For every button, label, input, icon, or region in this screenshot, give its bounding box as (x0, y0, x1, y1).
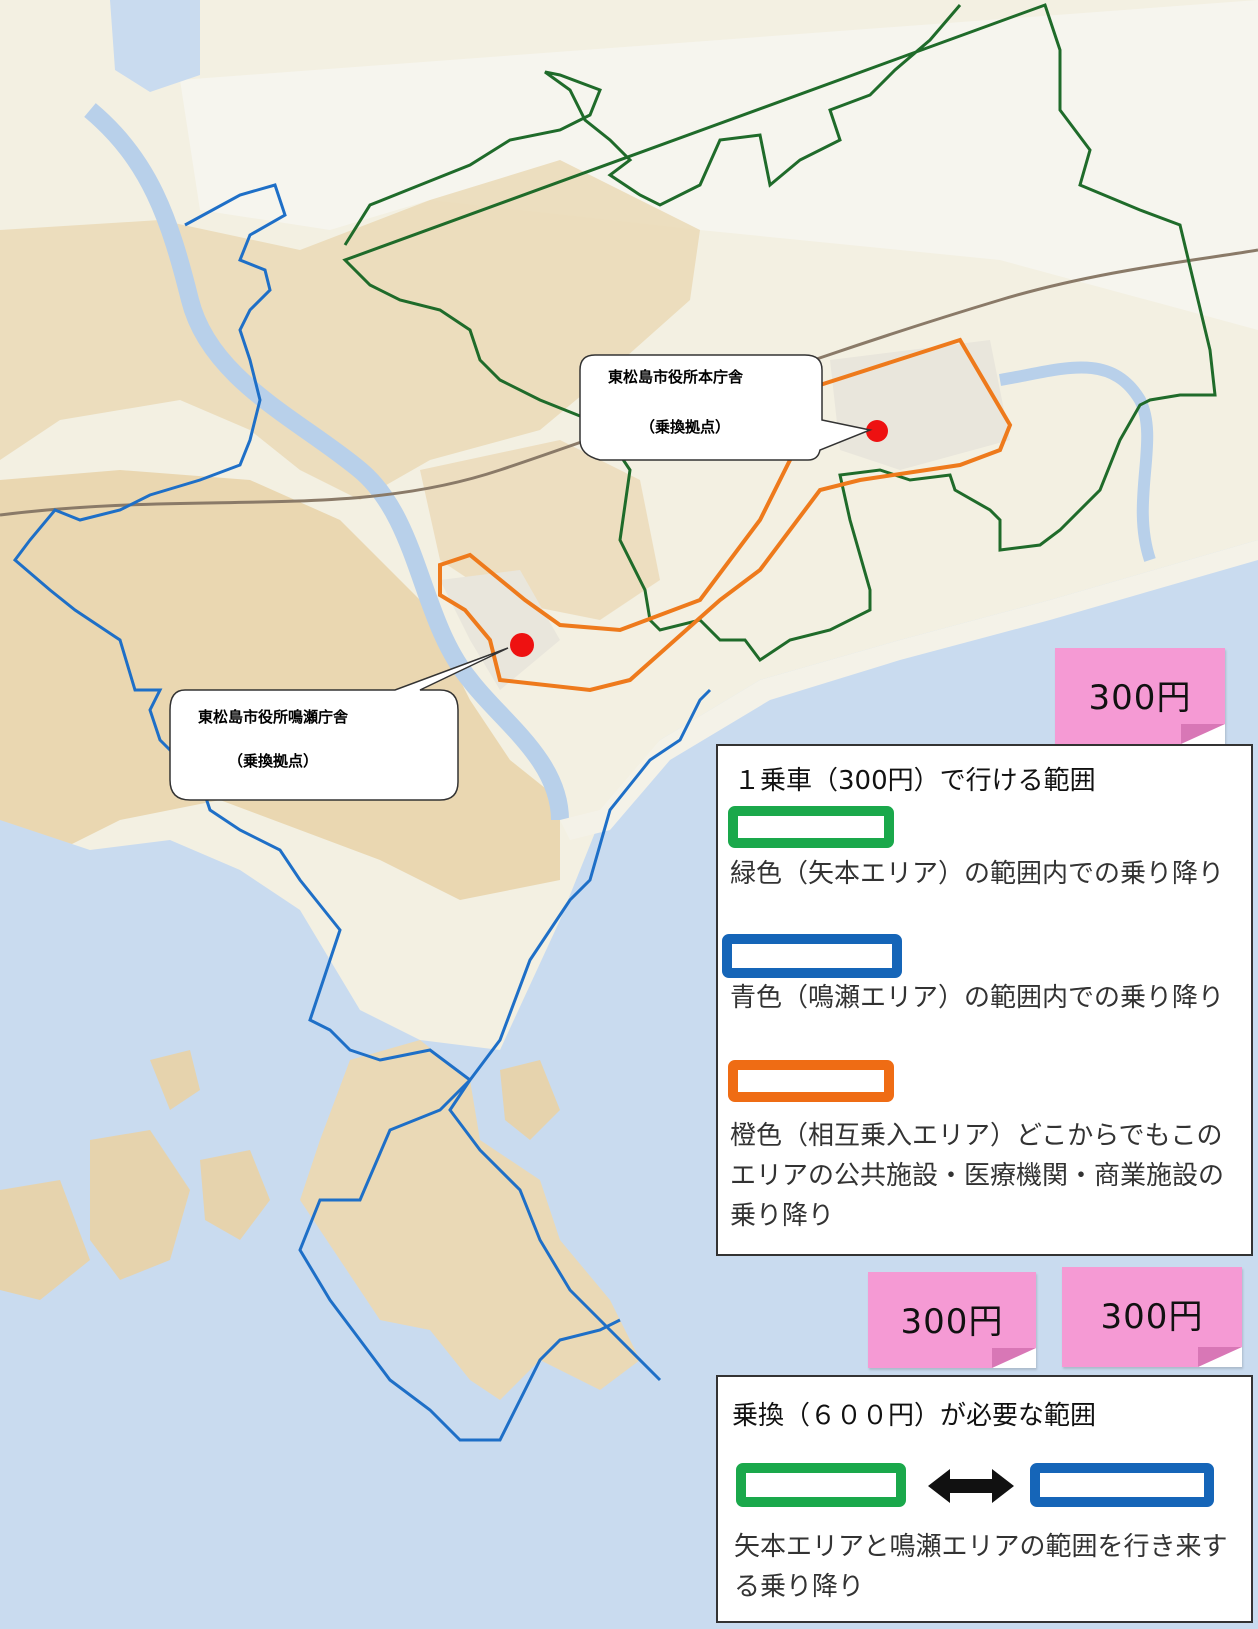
price-top: 300円 (1088, 678, 1192, 718)
legend1-orange-text: 橙色（相互乗入エリア）どこからでもこのエリアの公共施設・医療機関・商業施設の乗り… (730, 1121, 1225, 1231)
orange-swatch (728, 1060, 894, 1102)
peninsula-island (300, 1040, 640, 1400)
green-swatch (736, 1463, 906, 1507)
river-east (999, 361, 1156, 562)
green-boundary-yamoto (342, 3, 1217, 663)
legend1-title: １乗車（300円）で行ける範囲 (734, 766, 1096, 796)
blue-swatch (722, 934, 902, 978)
legend-transfer: 乗換（６００円）が必要な範囲 矢本エリアと鳴瀬エリアの範囲を行き来する乗り降り (716, 1375, 1253, 1623)
legend2-title: 乗換（６００円）が必要な範囲 (732, 1401, 1097, 1431)
blue-boundary-naruse (12, 183, 712, 1442)
honcho-marker (866, 420, 888, 442)
island-3 (200, 1150, 270, 1240)
callout-naruse-name: 東松島市役所鳴瀬庁舎 (198, 708, 349, 726)
price-note-left: 300円 (868, 1272, 1036, 1368)
island-1 (90, 1130, 190, 1280)
river (84, 103, 569, 821)
double-arrow-icon (928, 1469, 1014, 1503)
island-5 (500, 1060, 560, 1140)
island-4 (150, 1050, 200, 1110)
blue-swatch (1030, 1463, 1214, 1507)
legend2-text: 矢本エリアと鳴瀬エリアの範囲を行き来する乗り降り (734, 1532, 1228, 1602)
bay-northwest (110, 0, 200, 92)
legend-single-ride: １乗車（300円）で行ける範囲 緑色（矢本エリア）の範囲内での乗り降り 青色（鳴… (716, 744, 1253, 1256)
callout-honcho-sub: （乗換拠点） (640, 418, 731, 436)
price-note-right: 300円 (1062, 1267, 1242, 1367)
note-fold (1198, 1347, 1242, 1367)
price-note-top: 300円 (1055, 648, 1225, 744)
urban-area-naruse (440, 570, 560, 690)
note-fold (1181, 724, 1225, 744)
island-2 (0, 1180, 90, 1300)
coastline (560, 540, 1258, 840)
callout-bubble-honcho (579, 354, 873, 461)
callout-honcho-name: 東松島市役所本庁舎 (608, 368, 744, 386)
naruse-marker (510, 633, 534, 657)
orange-boundary-mutual (438, 337, 1013, 693)
price-right: 300円 (1100, 1297, 1204, 1337)
paddy-fields (180, 0, 1258, 330)
legend1-green-text: 緑色（矢本エリア）の範囲内での乗り降り (730, 859, 1225, 889)
callout-bubble-naruse (169, 647, 509, 801)
note-fold (992, 1348, 1036, 1368)
price-left: 300円 (900, 1302, 1004, 1342)
green-swatch (728, 806, 894, 848)
callout-naruse-sub: （乗換拠点） (228, 752, 319, 770)
legend1-blue-text: 青色（鳴瀬エリア）の範囲内での乗り降り (730, 983, 1225, 1013)
